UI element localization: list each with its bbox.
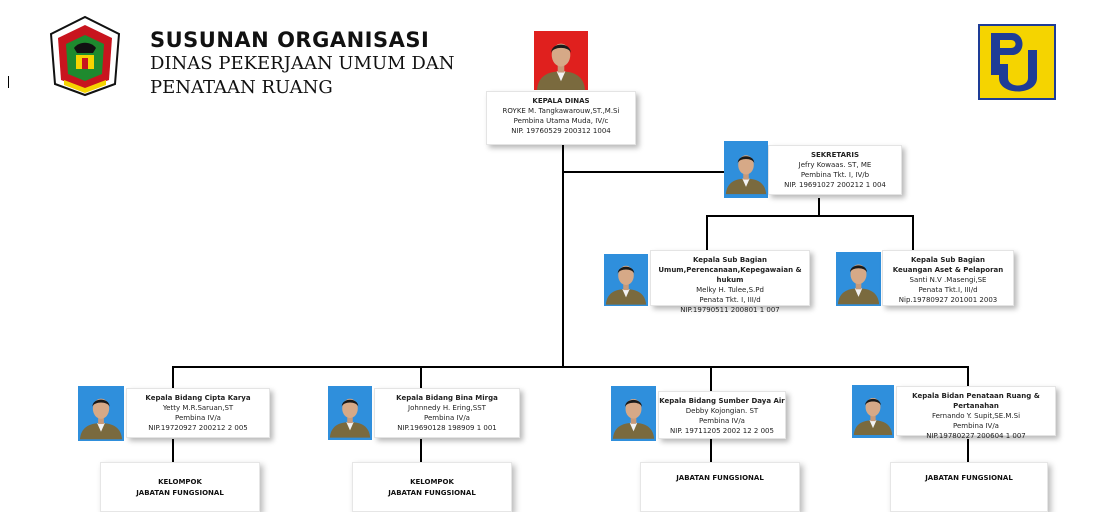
fungsional-line2: JABATAN FUNGSIONAL <box>136 489 224 497</box>
connector-subbag-horizontal <box>706 215 914 217</box>
connector-fungsional3 <box>710 439 712 470</box>
connector-bidang4-drop <box>967 366 969 391</box>
subbag-keuangan-unit: Keuangan Aset & Pelaporan <box>892 266 1004 274</box>
fungsional-box-4: JABATAN FUNGSIONAL <box>890 462 1048 512</box>
kepala-dinas-name: ROYKE M. Tangkawarouw,ST.,M.Si <box>502 107 620 115</box>
connector-bidang-horizontal <box>172 366 969 368</box>
bidang-bina-mirga-card: Kepala Bidang Bina Mirga Johnnedy H. Eri… <box>374 388 520 438</box>
bidang-bina-mirga-photo <box>328 386 372 440</box>
fungsional-line1: KELOMPOK <box>158 478 202 486</box>
connector-bidang1-drop <box>172 366 174 391</box>
bidang-role: Kepala Bidan Penataan Ruang & Pertanahan <box>912 392 1040 410</box>
kepala-dinas-card: KEPALA DINAS ROYKE M. Tangkawarouw,ST.,M… <box>486 91 636 145</box>
sekretaris-photo <box>724 141 768 198</box>
person-photo-icon <box>604 254 648 306</box>
bidang-rank: Pembina IV/a <box>699 417 745 425</box>
subbag-umum-rank: Penata Tkt. I, III/d <box>699 296 761 304</box>
connector-subbag-right-drop <box>912 215 914 254</box>
fungsional-box-1: KELOMPOK JABATAN FUNGSIONAL <box>100 462 260 512</box>
subbag-keuangan-card: Kepala Sub Bagian Keuangan Aset & Pelapo… <box>882 250 1014 306</box>
sekretaris-nip: NIP. 19691027 200212 1 004 <box>784 181 886 189</box>
fungsional-box-2: KELOMPOK JABATAN FUNGSIONAL <box>352 462 512 512</box>
fungsional-line1: JABATAN FUNGSIONAL <box>925 474 1013 482</box>
bidang-nip: NIP. 19711205 2002 12 2 005 <box>670 427 774 435</box>
text-cursor <box>8 76 9 88</box>
person-photo-icon <box>852 385 894 438</box>
sekretaris-name: Jefry Kowaas. ST, ME <box>798 161 872 169</box>
kepala-dinas-nip: NIP. 19760529 200312 1004 <box>511 127 611 135</box>
sekretaris-role: SEKRETARIS <box>810 151 860 159</box>
bidang-cipta-karya-card: Kepala Bidang Cipta Karya Yetty M.R.Saru… <box>126 388 270 438</box>
bidang-name: Fernando Y. Supit,SE.M.Si <box>931 412 1021 420</box>
connector-sekretaris-horizontal <box>562 171 724 173</box>
fungsional-line1: KELOMPOK <box>410 478 454 486</box>
subbag-umum-name: Melky H. Tulee,S.Pd <box>696 286 764 294</box>
bidang-rank: Pembina IV/a <box>953 422 999 430</box>
bidang-name: Johnnedy H. Ering,SST <box>408 404 486 412</box>
connector-fungsional1 <box>172 439 174 475</box>
fungsional-line1: JABATAN FUNGSIONAL <box>676 474 764 482</box>
bidang-nip: NIP.19720927 200212 2 005 <box>148 424 248 432</box>
connector-main-vertical <box>562 145 564 367</box>
fungsional-line2: JABATAN FUNGSIONAL <box>388 489 476 497</box>
subbag-keuangan-photo <box>836 252 881 306</box>
bidang-rank: Pembina IV/a <box>424 414 470 422</box>
bidang-penataan-ruang-photo <box>852 385 894 438</box>
person-photo-icon <box>724 141 768 198</box>
bidang-rank: Pembina IV/a <box>175 414 221 422</box>
regency-emblem-icon <box>49 15 121 97</box>
subbag-umum-nip: NIP.19790511 200801 1 007 <box>680 306 780 314</box>
bidang-name: Debby Kojongian. ST <box>685 407 759 415</box>
fungsional-box-3: JABATAN FUNGSIONAL <box>640 462 800 512</box>
person-photo-icon <box>328 386 372 440</box>
subbag-keuangan-role: Kepala Sub Bagian <box>911 256 985 264</box>
bidang-role: Kepala Bidang Bina Mirga <box>396 394 498 402</box>
connector-fungsional4 <box>967 439 969 470</box>
connector-bidang2-drop <box>420 366 422 391</box>
sekretaris-card: SEKRETARIS Jefry Kowaas. ST, ME Pembina … <box>768 145 902 195</box>
subbag-umum-role: Kepala Sub Bagian <box>693 256 767 264</box>
subbag-keuangan-rank: Penata Tkt.I, III/d <box>918 286 978 294</box>
subbag-keuangan-name: Santi N.V .Masengi,SE <box>909 276 987 284</box>
subbag-umum-unit: Umum,Perencanaan,Kepegawaian & hukum <box>658 266 802 284</box>
connector-sekretaris-down <box>818 198 820 216</box>
connector-fungsional2 <box>420 439 422 475</box>
sekretaris-rank: Pembina Tkt. I, IV/b <box>800 171 870 179</box>
bidang-sumber-daya-air-photo <box>611 386 656 441</box>
kepala-dinas-rank: Pembina Utama Muda, IV/c <box>513 117 609 125</box>
bidang-name: Yetty M.R.Saruan,ST <box>162 404 234 412</box>
person-photo-icon <box>836 252 881 306</box>
page-subtitle-line1: DINAS PEKERJAAN UMUM DAN <box>150 53 455 74</box>
connector-bidang3-drop <box>710 366 712 391</box>
bidang-sumber-daya-air-card: Kepala Bidang Sumber Daya Air Debby Kojo… <box>658 391 786 439</box>
page-title: SUSUNAN ORGANISASI <box>150 28 430 52</box>
page-subtitle-line2: PENATAAN RUANG <box>150 77 333 98</box>
bidang-nip: NIP.19690128 198909 1 001 <box>397 424 497 432</box>
kepala-dinas-photo <box>534 31 588 90</box>
bidang-role: Kepala Bidang Cipta Karya <box>145 394 251 402</box>
person-photo-icon <box>611 386 656 441</box>
person-photo-icon <box>78 386 124 441</box>
subbag-umum-photo <box>604 254 648 306</box>
subbag-umum-card: Kepala Sub Bagian Umum,Perencanaan,Kepeg… <box>650 250 810 314</box>
connector-subbag-left-drop <box>706 215 708 254</box>
bidang-role: Kepala Bidang Sumber Daya Air <box>659 397 785 405</box>
kepala-dinas-role: KEPALA DINAS <box>532 97 590 105</box>
person-photo-icon <box>534 31 588 90</box>
pu-ministry-logo-icon <box>978 24 1056 100</box>
bidang-penataan-ruang-card: Kepala Bidan Penataan Ruang & Pertanahan… <box>896 386 1056 440</box>
bidang-nip: NIP.19780227 200604 1 007 <box>926 432 1026 440</box>
bidang-cipta-karya-photo <box>78 386 124 441</box>
subbag-keuangan-nip: Nip.19780927 201001 2003 <box>898 296 998 304</box>
